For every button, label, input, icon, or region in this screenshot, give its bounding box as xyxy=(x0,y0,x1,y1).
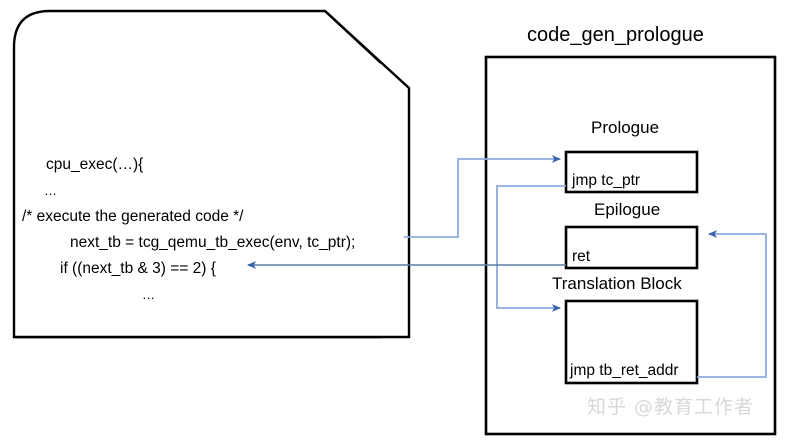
code-listing: cpu_exec(…){ … /* execute the generated … xyxy=(22,152,402,308)
connector-jmp-tb-ret-addr-to-epilogue xyxy=(697,230,767,378)
code-panel-foldline xyxy=(14,10,411,339)
prologue-instruction: jmp tc_ptr xyxy=(572,172,641,189)
code-line-5: if ((next_tb & 3) == 2) { xyxy=(60,260,216,277)
epilogue-box xyxy=(564,225,699,270)
epilogue-label: Epilogue xyxy=(594,200,661,219)
code-line-1: cpu_exec(…){ xyxy=(46,156,144,173)
code-line-4: next_tb = tcg_qemu_tb_exec(env, tc_ptr); xyxy=(70,234,356,251)
translation-block-instruction: jmp tb_ret_addr xyxy=(570,362,679,379)
prologue-box xyxy=(564,150,699,194)
code-line-6: … xyxy=(142,287,156,302)
code-gen-prologue-title: code_gen_prologue xyxy=(527,24,704,46)
connector-jmp-tc-ptr-to-translation-block xyxy=(496,185,566,312)
code-panel-filler xyxy=(14,63,409,337)
code-line-2: … xyxy=(44,183,58,198)
translation-block-label: Translation Block xyxy=(552,274,682,293)
code-line-3: /* execute the generated code */ xyxy=(22,208,244,225)
connector-tb-exec-to-prologue xyxy=(404,155,561,238)
translation-block-box xyxy=(564,299,699,385)
epilogue-instruction: ret xyxy=(572,248,591,265)
prologue-label: Prologue xyxy=(591,118,660,137)
zhihu-watermark: 知乎 @教育工作者 xyxy=(587,396,755,418)
